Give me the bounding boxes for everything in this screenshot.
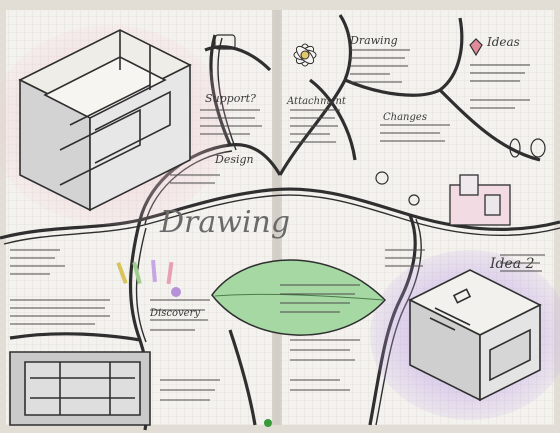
heading-idea-2: Idea 2 (489, 256, 535, 272)
heading-attachment: Attachment (286, 96, 347, 107)
heading-changes: Changes (383, 112, 427, 123)
heading-ideas: Ideas (486, 35, 520, 49)
heading-support: Support? (205, 92, 256, 105)
heading-discovery: Discovery (149, 308, 200, 319)
center-banner-text: Drawing (159, 205, 290, 240)
heading-drawing: Drawing (349, 34, 398, 47)
isometric-drawing-bottom-left (10, 352, 150, 425)
flower-icon (294, 44, 317, 67)
heading-design: Design (214, 153, 254, 166)
green-dot (264, 419, 272, 427)
